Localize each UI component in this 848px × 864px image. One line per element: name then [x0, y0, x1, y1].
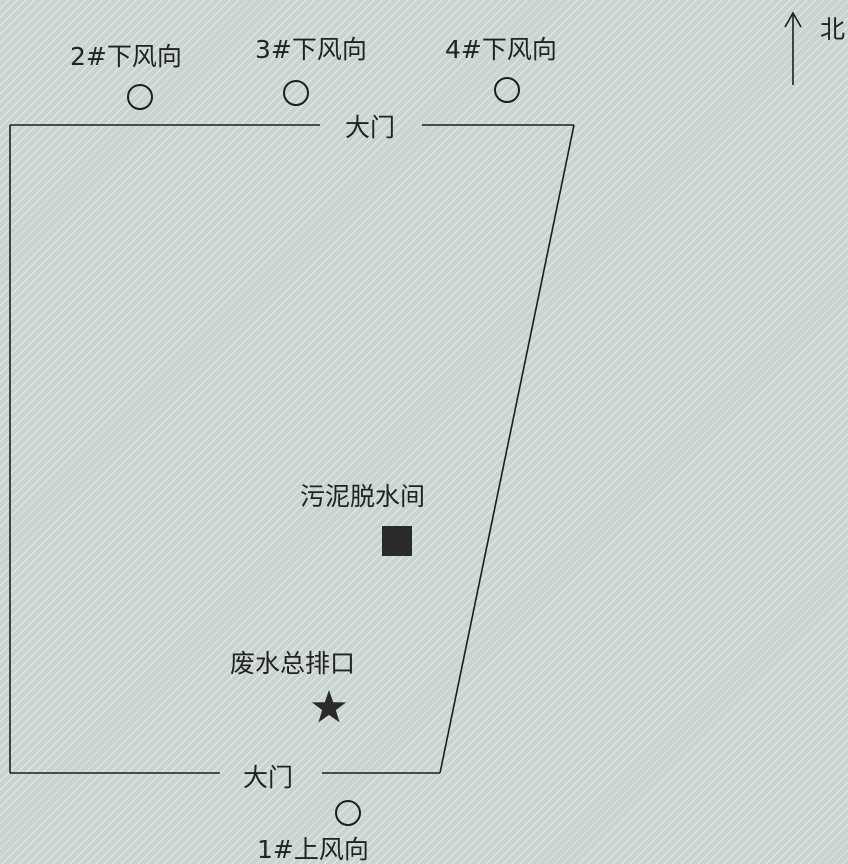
sludge-room: 污泥脱水间: [300, 482, 425, 556]
point-3-circle-icon: [283, 80, 309, 106]
point-3-label: 3#下风向: [255, 35, 367, 64]
north-label: 北: [820, 15, 845, 44]
monitoring-point-3: 3#下风向: [255, 35, 367, 106]
point-4-circle-icon: [494, 77, 520, 103]
point-4-label: 4#下风向: [445, 35, 557, 64]
star-icon: [311, 690, 347, 723]
monitoring-point-1: 1#上风向: [257, 800, 369, 864]
wastewater-outlet: 废水总排口: [230, 649, 355, 723]
wastewater-outlet-label: 废水总排口: [230, 649, 355, 678]
sludge-room-label: 污泥脱水间: [300, 482, 425, 511]
point-2-label: 2#下风向: [70, 42, 182, 71]
south-gate-label: 大门: [243, 763, 293, 792]
boundary-east: [439, 124, 575, 774]
monitoring-point-2: 2#下风向: [70, 42, 182, 110]
north-arrow-head: [784, 11, 802, 28]
site-boundary: [9, 124, 575, 774]
point-1-label: 1#上风向: [257, 835, 369, 864]
north-arrow: 北: [784, 11, 845, 85]
point-1-circle-icon: [335, 800, 361, 826]
north-gate-label: 大门: [345, 113, 395, 142]
square-icon: [382, 526, 412, 556]
monitoring-point-4: 4#下风向: [445, 35, 557, 103]
point-2-circle-icon: [127, 84, 153, 110]
